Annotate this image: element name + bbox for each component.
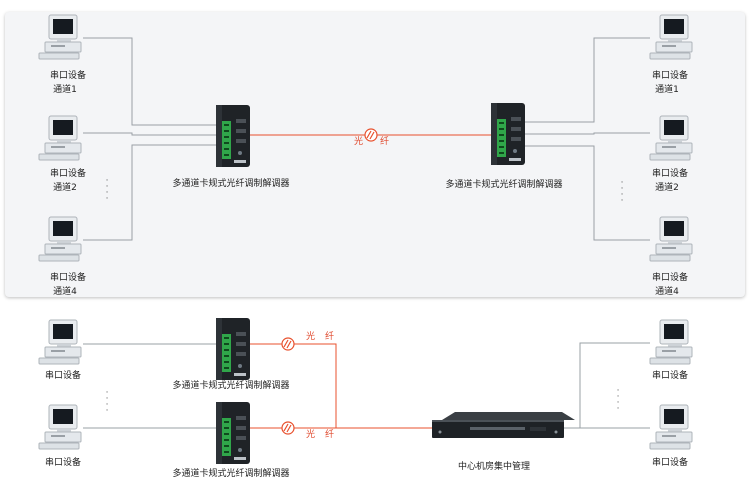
- computer-icon: [649, 319, 693, 365]
- fiber-coil-icon: [281, 337, 295, 351]
- modem-label: 多通道卡规式光纤调制解调器: [445, 180, 563, 190]
- channel-label: 通道2: [655, 183, 679, 193]
- modem-icon: [216, 402, 250, 464]
- device-label: 串口设备: [651, 458, 689, 468]
- channel-label: 通道4: [53, 287, 77, 297]
- channel-label: 通道1: [655, 85, 679, 95]
- modem-icon: [216, 318, 250, 380]
- modem-icon: [491, 103, 525, 165]
- ellipsis-dots: ····: [105, 176, 109, 204]
- device-label: 串口设备: [651, 371, 689, 381]
- bottom-right-cables: [560, 342, 650, 429]
- device-label: 串口设备: [651, 169, 689, 179]
- ellipsis-dots: ····: [620, 178, 624, 206]
- computer-icon: [38, 216, 82, 262]
- computer-icon: [38, 319, 82, 365]
- computer-icon: [649, 14, 693, 60]
- fiber-label: 光: [306, 332, 316, 342]
- fiber-label: 光: [306, 430, 316, 440]
- fiber-label: 纤: [325, 332, 335, 342]
- modem-label: 多通道卡规式光纤调制解调器: [172, 469, 290, 479]
- top-right-cables: [525, 37, 650, 241]
- device-label: 串口设备: [44, 458, 82, 468]
- device-label: 串口设备: [49, 169, 87, 179]
- bottom-left-cables: [83, 343, 216, 429]
- fiber-coil-icon: [281, 421, 295, 435]
- channel-label: 通道4: [655, 287, 679, 297]
- ellipsis-dots: ····: [105, 388, 109, 416]
- fiber-label: 纤: [325, 430, 335, 440]
- device-label: 串口设备: [651, 273, 689, 283]
- top-fiber-coil-icon: [364, 128, 378, 142]
- device-label: 串口设备: [49, 71, 87, 81]
- computer-icon: [38, 115, 82, 161]
- fiber-label: 光: [354, 137, 364, 147]
- top-panel: [5, 12, 745, 297]
- center-label: 中心机房集中管理: [457, 462, 531, 472]
- computer-icon: [649, 216, 693, 262]
- modem-label: 多通道卡规式光纤调制解调器: [172, 179, 290, 189]
- computer-icon: [649, 115, 693, 161]
- device-label: 串口设备: [651, 71, 689, 81]
- channel-label: 通道2: [53, 183, 77, 193]
- modem-icon: [216, 105, 250, 167]
- ellipsis-dots: ····: [616, 386, 620, 414]
- device-label: 串口设备: [44, 371, 82, 381]
- computer-icon: [38, 404, 82, 450]
- top-left-cables: [83, 37, 216, 241]
- fiber-label: 纤: [380, 137, 390, 147]
- device-label: 串口设备: [49, 273, 87, 283]
- modem-label: 多通道卡规式光纤调制解调器: [172, 381, 290, 391]
- computer-icon: [38, 14, 82, 60]
- channel-label: 通道1: [53, 85, 77, 95]
- rack-unit-icon: [432, 412, 575, 438]
- computer-icon: [649, 404, 693, 450]
